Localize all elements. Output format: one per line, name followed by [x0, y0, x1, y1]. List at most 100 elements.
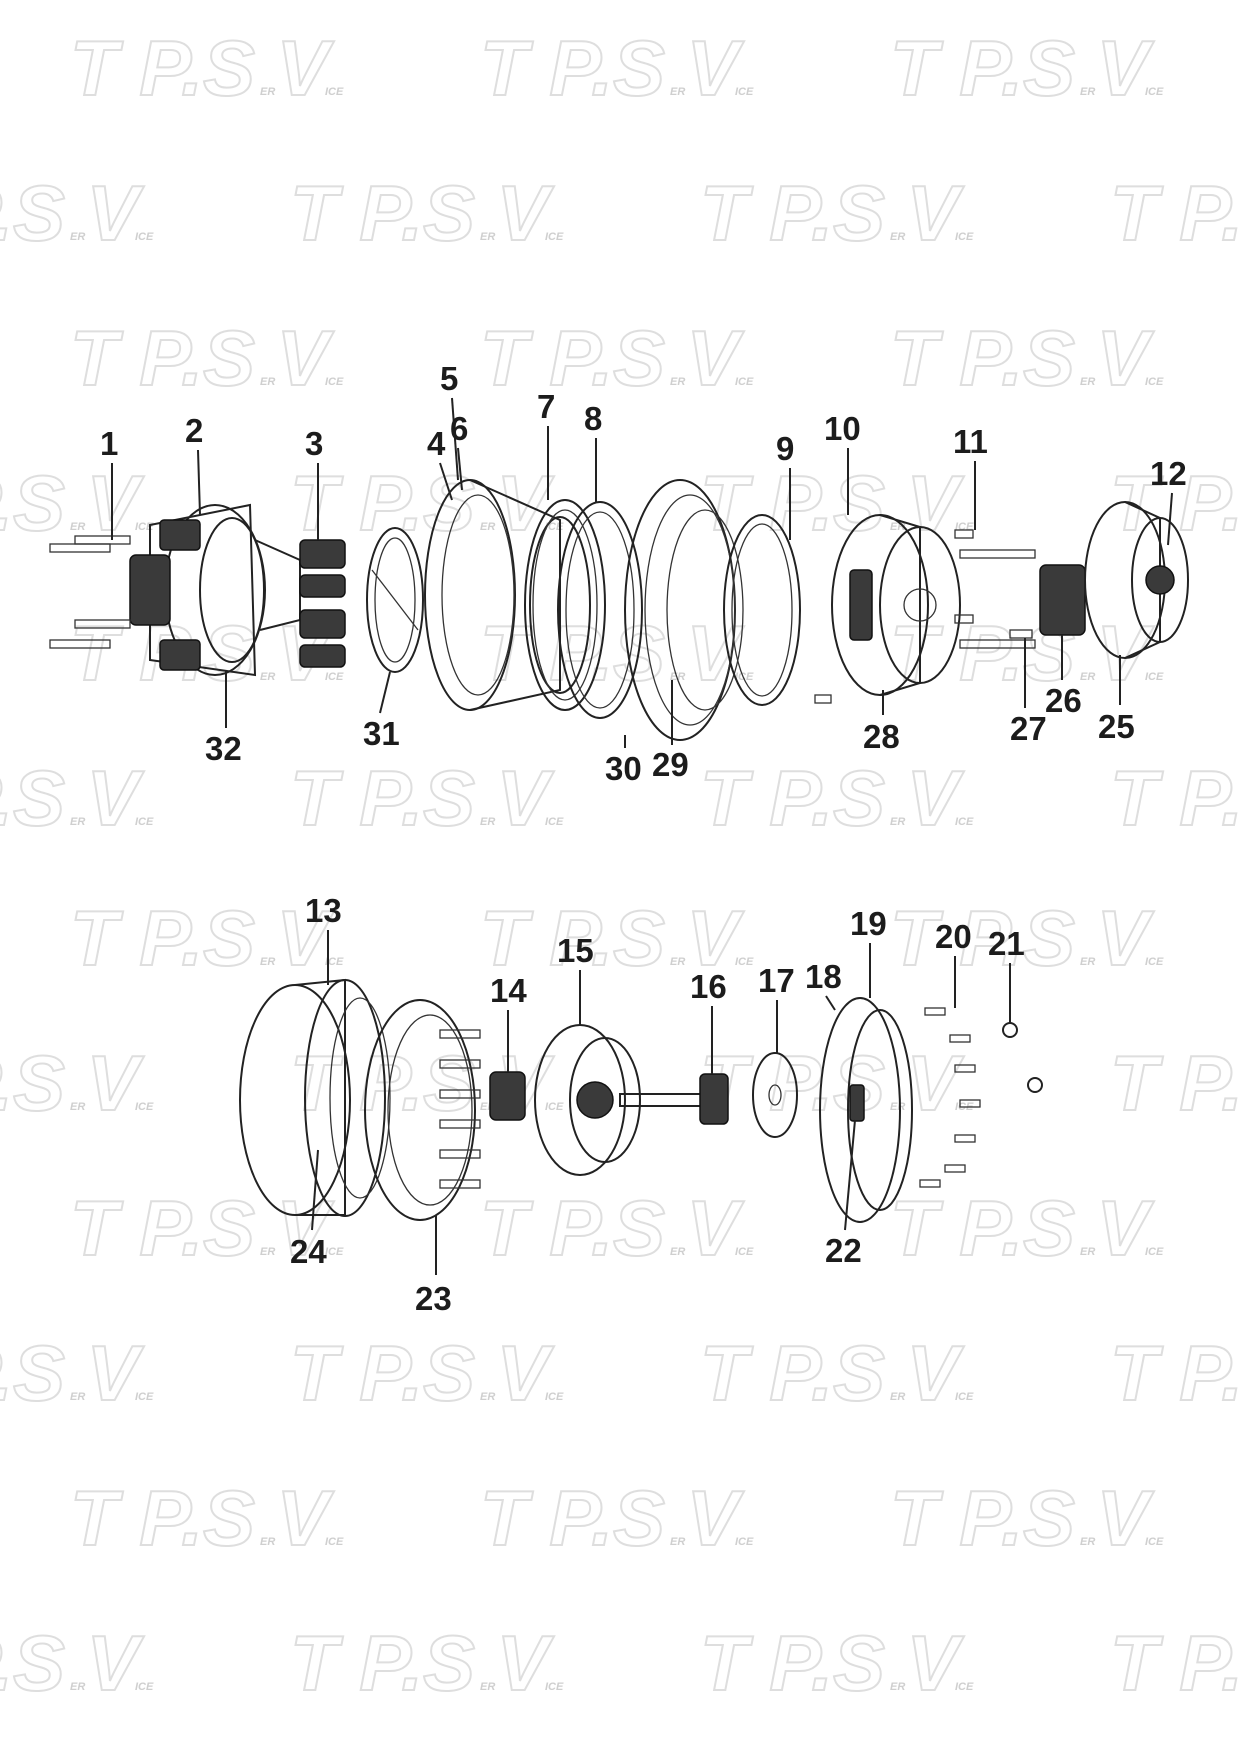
leader-line-22: [844, 1119, 856, 1231]
watermark-text: T P.S V: [700, 459, 965, 547]
callout-label-30: 30: [605, 750, 642, 787]
callout-label-32: 32: [205, 730, 242, 767]
callout-label-27: 27: [1010, 710, 1047, 747]
upper-assembly: [49, 479, 1189, 741]
watermark-sub-left: ER: [70, 816, 85, 828]
callout-28: 28: [863, 690, 900, 755]
callout-27: 27: [1010, 638, 1047, 747]
watermark-sub-right: ICE: [955, 521, 974, 533]
watermark-text: T P.S V: [700, 1619, 965, 1707]
watermark-sub-right: ICE: [135, 1391, 154, 1403]
watermark-sub-right: ICE: [135, 231, 154, 243]
callout-label-15: 15: [557, 932, 594, 969]
callout-32: 32: [205, 670, 242, 767]
callout-label-10: 10: [824, 410, 861, 447]
watermark-text: T P.S V: [70, 894, 335, 982]
watermark-sub-left: ER: [670, 956, 685, 968]
watermark-sub-left: ER: [1080, 86, 1095, 98]
callout-16: 16: [690, 968, 727, 1074]
callout-12: 12: [1150, 455, 1187, 546]
watermark-sub-right: ICE: [325, 956, 344, 968]
callout-19: 19: [850, 905, 887, 998]
callout-label-25: 25: [1098, 708, 1135, 745]
watermark-sub-left: ER: [1080, 376, 1095, 388]
callout-2: 2: [185, 412, 203, 516]
callout-11: 11: [953, 423, 988, 530]
watermark-text: T P.S V: [700, 1329, 965, 1417]
callout-4: 4: [427, 425, 453, 501]
leader-line-24: [311, 1149, 319, 1231]
callout-24: 24: [290, 1149, 327, 1270]
watermark-text: T P.S V: [890, 24, 1155, 112]
watermark-sub-left: ER: [480, 816, 495, 828]
callout-label-16: 16: [690, 968, 727, 1005]
watermark-text: T P.S V: [290, 1329, 555, 1417]
callout-label-8: 8: [584, 400, 602, 437]
callout-29: 29: [652, 680, 689, 783]
callout-label-19: 19: [850, 905, 887, 942]
watermark-sub-right: ICE: [325, 1246, 344, 1258]
callout-label-4: 4: [427, 425, 446, 462]
watermark-sub-left: ER: [260, 1246, 275, 1258]
watermark-sub-right: ICE: [735, 86, 754, 98]
callout-label-22: 22: [825, 1232, 862, 1269]
part-pins-11: [814, 529, 1036, 704]
callout-21: 21: [988, 925, 1025, 1023]
watermark-sub-right: ICE: [1145, 671, 1164, 683]
watermark-text: T P.S V: [700, 169, 965, 257]
callout-label-26: 26: [1045, 682, 1082, 719]
watermark-sub-left: ER: [70, 1681, 85, 1693]
leader-line-2: [197, 449, 201, 516]
callout-3: 3: [305, 425, 323, 540]
callout-label-31: 31: [363, 715, 400, 752]
watermark-sub-left: ER: [670, 1246, 685, 1258]
callout-30: 30: [605, 735, 642, 787]
callout-label-13: 13: [305, 892, 342, 929]
watermark-text: T P.S V: [0, 1619, 145, 1707]
watermark-sub-left: ER: [670, 671, 685, 683]
watermark-sub-right: ICE: [1145, 1246, 1164, 1258]
callout-18: 18: [805, 958, 842, 1011]
callout-label-11: 11: [953, 423, 988, 460]
watermark-text: T P.S V: [1110, 1619, 1242, 1707]
part-bolts-1: [49, 535, 131, 649]
watermark-text: T P.S V: [890, 894, 1155, 982]
watermark-sub-right: ICE: [955, 1391, 974, 1403]
watermark-sub-right: ICE: [955, 816, 974, 828]
callout-23: 23: [415, 1215, 452, 1317]
watermark-sub-right: ICE: [545, 1101, 564, 1113]
part-washer-17: [752, 1052, 798, 1138]
callout-label-29: 29: [652, 746, 689, 783]
watermark-text: T P.S V: [1110, 169, 1242, 257]
watermark-sub-left: ER: [260, 956, 275, 968]
part-ring-7: [524, 499, 606, 711]
watermark-text: T P.S V: [290, 1619, 555, 1707]
watermark-sub-right: ICE: [545, 816, 564, 828]
part-bolts-20: [919, 1007, 1043, 1188]
part-ring-8: [557, 501, 643, 719]
watermark-text: T P.S V: [1110, 1039, 1242, 1127]
watermark-sub-right: ICE: [545, 231, 564, 243]
watermark-sub-left: ER: [260, 671, 275, 683]
part-housing-13: [239, 978, 391, 1217]
callout-15: 15: [557, 932, 594, 1025]
watermark-sub-left: ER: [890, 1391, 905, 1403]
